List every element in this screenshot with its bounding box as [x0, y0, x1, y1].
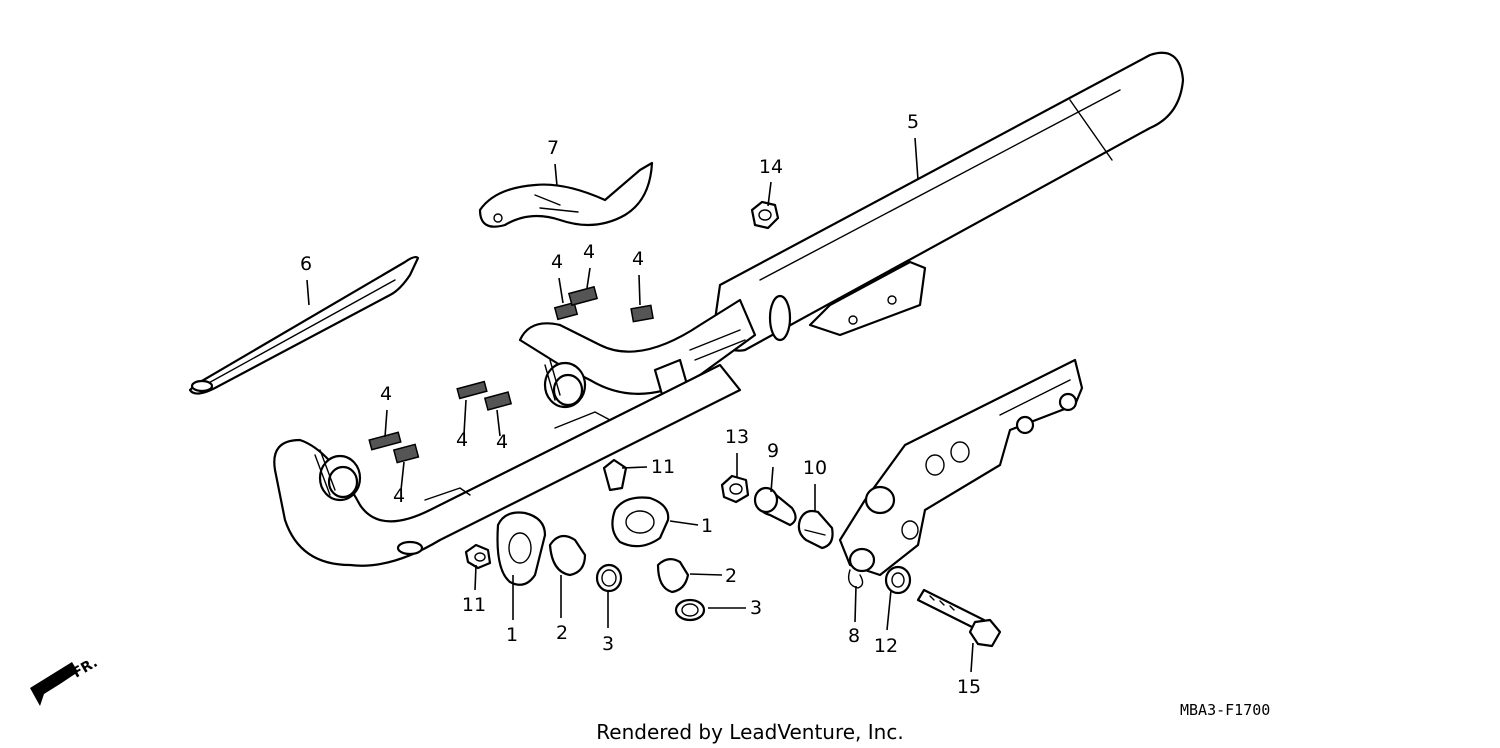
nut-13[interactable]: [720, 474, 750, 504]
callout-c2b[interactable]: 2: [556, 622, 568, 644]
callout-c1a[interactable]: 1: [701, 515, 713, 537]
leader-line-c15: [970, 642, 974, 673]
flange-1[interactable]: [496, 496, 670, 586]
callout-c3b[interactable]: 3: [602, 633, 614, 655]
leader-line-c4c: [638, 274, 641, 306]
leader-line-c1a: [669, 520, 699, 526]
callout-c8[interactable]: 8: [848, 625, 860, 647]
footer-credit: Rendered by LeadVenture, Inc.: [596, 720, 903, 744]
callout-c3a[interactable]: 3: [750, 597, 762, 619]
callout-c12[interactable]: 12: [874, 635, 898, 657]
upper-heat-shield[interactable]: [478, 161, 654, 228]
ring-3[interactable]: [595, 563, 706, 622]
callout-c4a[interactable]: 4: [551, 251, 563, 273]
collar-9[interactable]: [753, 486, 797, 527]
callout-c10[interactable]: 10: [803, 457, 827, 479]
bolt-15[interactable]: [916, 588, 1002, 648]
leader-line-c8: [854, 585, 857, 623]
callout-c1b[interactable]: 1: [506, 624, 518, 646]
leader-line-c2a: [689, 573, 723, 576]
front-arrow-icon: [30, 662, 78, 706]
callout-c15[interactable]: 15: [957, 676, 981, 698]
lower-heat-shield[interactable]: [188, 256, 420, 395]
leader-line-c5: [914, 137, 919, 181]
washer-12[interactable]: [884, 565, 912, 595]
callout-c6[interactable]: 6: [300, 253, 312, 275]
callout-c14[interactable]: 14: [759, 156, 783, 178]
callout-c4f[interactable]: 4: [496, 431, 508, 453]
callout-c2a[interactable]: 2: [725, 565, 737, 587]
bushing-10[interactable]: [797, 509, 834, 550]
leader-line-c4a: [558, 277, 564, 304]
callout-c4c[interactable]: 4: [632, 248, 644, 270]
clips-4[interactable]: [368, 285, 654, 464]
callout-c4d[interactable]: 4: [380, 383, 392, 405]
muffler[interactable]: [713, 51, 1185, 352]
leader-line-c4b: [586, 267, 591, 289]
leader-line-c4d: [384, 409, 388, 438]
muffler-bracket[interactable]: [838, 358, 1084, 577]
flange-nut-11[interactable]: [464, 458, 628, 570]
leader-line-c11b: [474, 564, 477, 591]
callout-c4e[interactable]: 4: [456, 429, 468, 451]
callout-c5[interactable]: 5: [907, 111, 919, 133]
front-label: FR.: [70, 655, 100, 682]
leader-line-c11a: [621, 466, 648, 469]
leader-line-c7: [554, 163, 558, 187]
nut-14[interactable]: [750, 200, 780, 230]
leader-line-c4f: [496, 409, 501, 437]
leader-line-c9: [770, 466, 774, 493]
callout-c11a[interactable]: 11: [651, 456, 675, 478]
callout-c7[interactable]: 7: [547, 137, 559, 159]
leader-line-c4e: [463, 399, 467, 435]
callout-c4b[interactable]: 4: [583, 241, 595, 263]
front-direction-indicator: FR.: [30, 655, 100, 706]
clip-8[interactable]: [847, 569, 864, 589]
collar-2[interactable]: [548, 534, 690, 594]
leader-line-c4g: [400, 461, 405, 491]
callout-c13[interactable]: 13: [725, 426, 749, 448]
leader-line-c6: [306, 279, 310, 306]
callout-c9[interactable]: 9: [767, 440, 779, 462]
leader-line-c12: [886, 589, 892, 631]
leader-lines: [306, 137, 974, 673]
callout-c4g[interactable]: 4: [393, 485, 405, 507]
leader-line-c14: [767, 181, 772, 207]
callout-c11b[interactable]: 11: [462, 594, 486, 616]
front-header-pipe[interactable]: [273, 363, 742, 567]
diagram-code: MBA3-F1700: [1180, 701, 1270, 719]
